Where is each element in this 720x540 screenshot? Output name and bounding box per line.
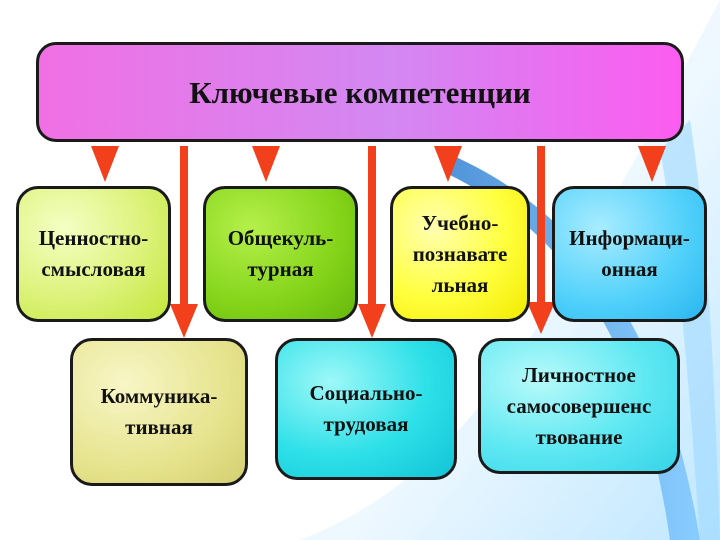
- competence-label-personal: Личностное самосовершенс твование: [506, 362, 652, 449]
- competence-label-cognitive: Учебно- познавате льная: [412, 210, 508, 297]
- competence-label-value: Ценностно- смысловая: [38, 226, 149, 281]
- competence-box-info: Информаци- онная: [552, 186, 707, 322]
- short-arrow-value: [91, 146, 119, 182]
- competence-box-cognitive: Учебно- познавате льная: [390, 186, 530, 322]
- competence-label-comm: Коммуника- тивная: [100, 384, 218, 439]
- competence-label-info: Информаци- онная: [569, 226, 690, 281]
- competence-label-culture: Общекуль- турная: [227, 226, 334, 281]
- short-arrow-cognitive: [434, 146, 462, 182]
- long-arrow-personal: [527, 146, 555, 334]
- long-arrow-social: [358, 146, 386, 338]
- competence-box-personal: Личностное самосовершенс твование: [478, 338, 680, 474]
- title-text: Ключевые компетенции: [189, 74, 531, 110]
- background-swoosh: [440, 150, 700, 540]
- competence-box-culture: Общекуль- турная: [203, 186, 358, 322]
- title-box: Ключевые компетенции: [36, 42, 684, 142]
- short-arrow-culture: [252, 146, 280, 182]
- competence-label-social: Социально- трудовая: [309, 381, 423, 436]
- competence-box-comm: Коммуника- тивная: [70, 338, 248, 486]
- competence-box-value: Ценностно- смысловая: [16, 186, 171, 322]
- long-arrow-comm: [170, 146, 198, 338]
- short-arrow-info: [638, 146, 666, 182]
- competence-box-social: Социально- трудовая: [275, 338, 457, 480]
